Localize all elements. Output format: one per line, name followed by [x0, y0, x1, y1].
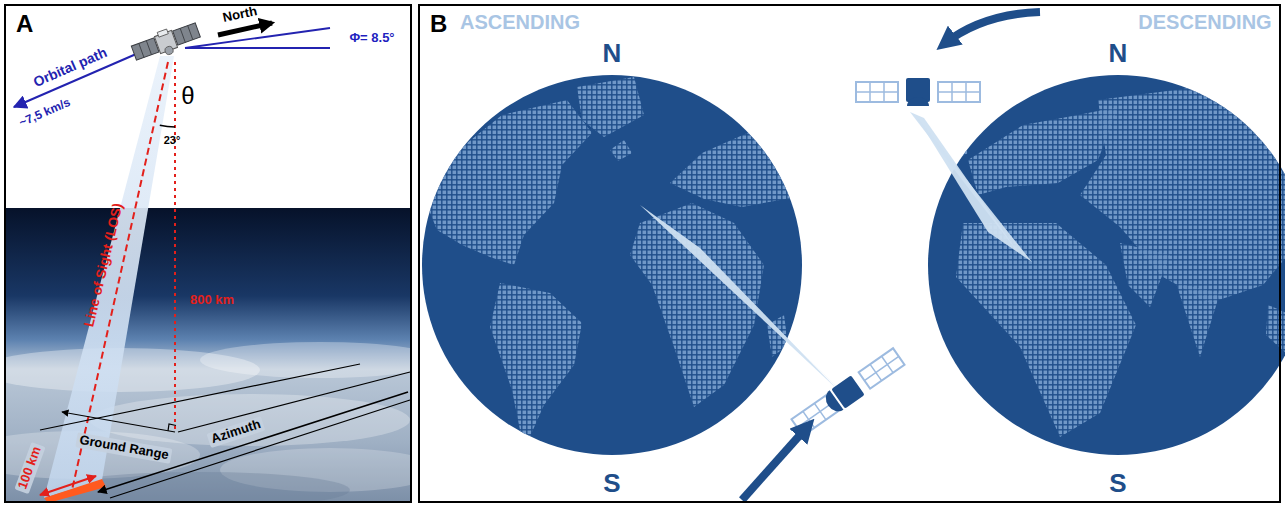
swath-label: 100 km — [14, 442, 45, 494]
pole-label: S — [603, 469, 620, 499]
heading-line — [185, 28, 330, 48]
heading-line — [185, 47, 330, 49]
ground-lines — [40, 364, 410, 498]
swath-dimension — [40, 476, 96, 495]
panel-a: A — [4, 4, 412, 503]
satellite — [130, 19, 202, 66]
axis-label: Azimuth — [206, 416, 265, 448]
nadir-line — [174, 62, 176, 432]
direction-label: North — [221, 4, 258, 26]
pass-label: ASCENDING — [460, 11, 580, 34]
incidence-angle-arc — [160, 125, 175, 127]
angle-value: 23° — [164, 134, 181, 147]
radar-beam — [44, 56, 174, 498]
angle-symbol: θ — [181, 82, 194, 110]
panel-letter: B — [420, 6, 447, 36]
radar-beam — [916, 116, 1032, 262]
satellite — [790, 347, 905, 438]
pole-label: S — [1109, 469, 1126, 499]
los-label: Line of Sight (LOS) — [80, 201, 125, 328]
axis-label: Ground Range — [75, 432, 172, 463]
orbit-label: Orbital path — [31, 44, 109, 90]
angle-label: Φ= 8.5° — [349, 31, 394, 46]
direction-arrow — [944, 12, 1040, 44]
speed-label: ~7,5 km/s — [17, 96, 72, 130]
altitude-label: 800 km — [190, 293, 234, 308]
satellite — [856, 78, 980, 106]
panel-b: B — [418, 4, 1281, 503]
globe-descending — [928, 75, 1285, 455]
pole-label: N — [1109, 39, 1128, 69]
pass-label: DESCENDING — [1138, 11, 1271, 34]
radar-beam — [640, 205, 838, 390]
line-of-sight — [72, 62, 168, 490]
direction-arrow — [742, 426, 808, 500]
pole-label: N — [603, 39, 622, 69]
panel-letter: A — [6, 6, 33, 36]
globe-ascending — [422, 75, 807, 455]
